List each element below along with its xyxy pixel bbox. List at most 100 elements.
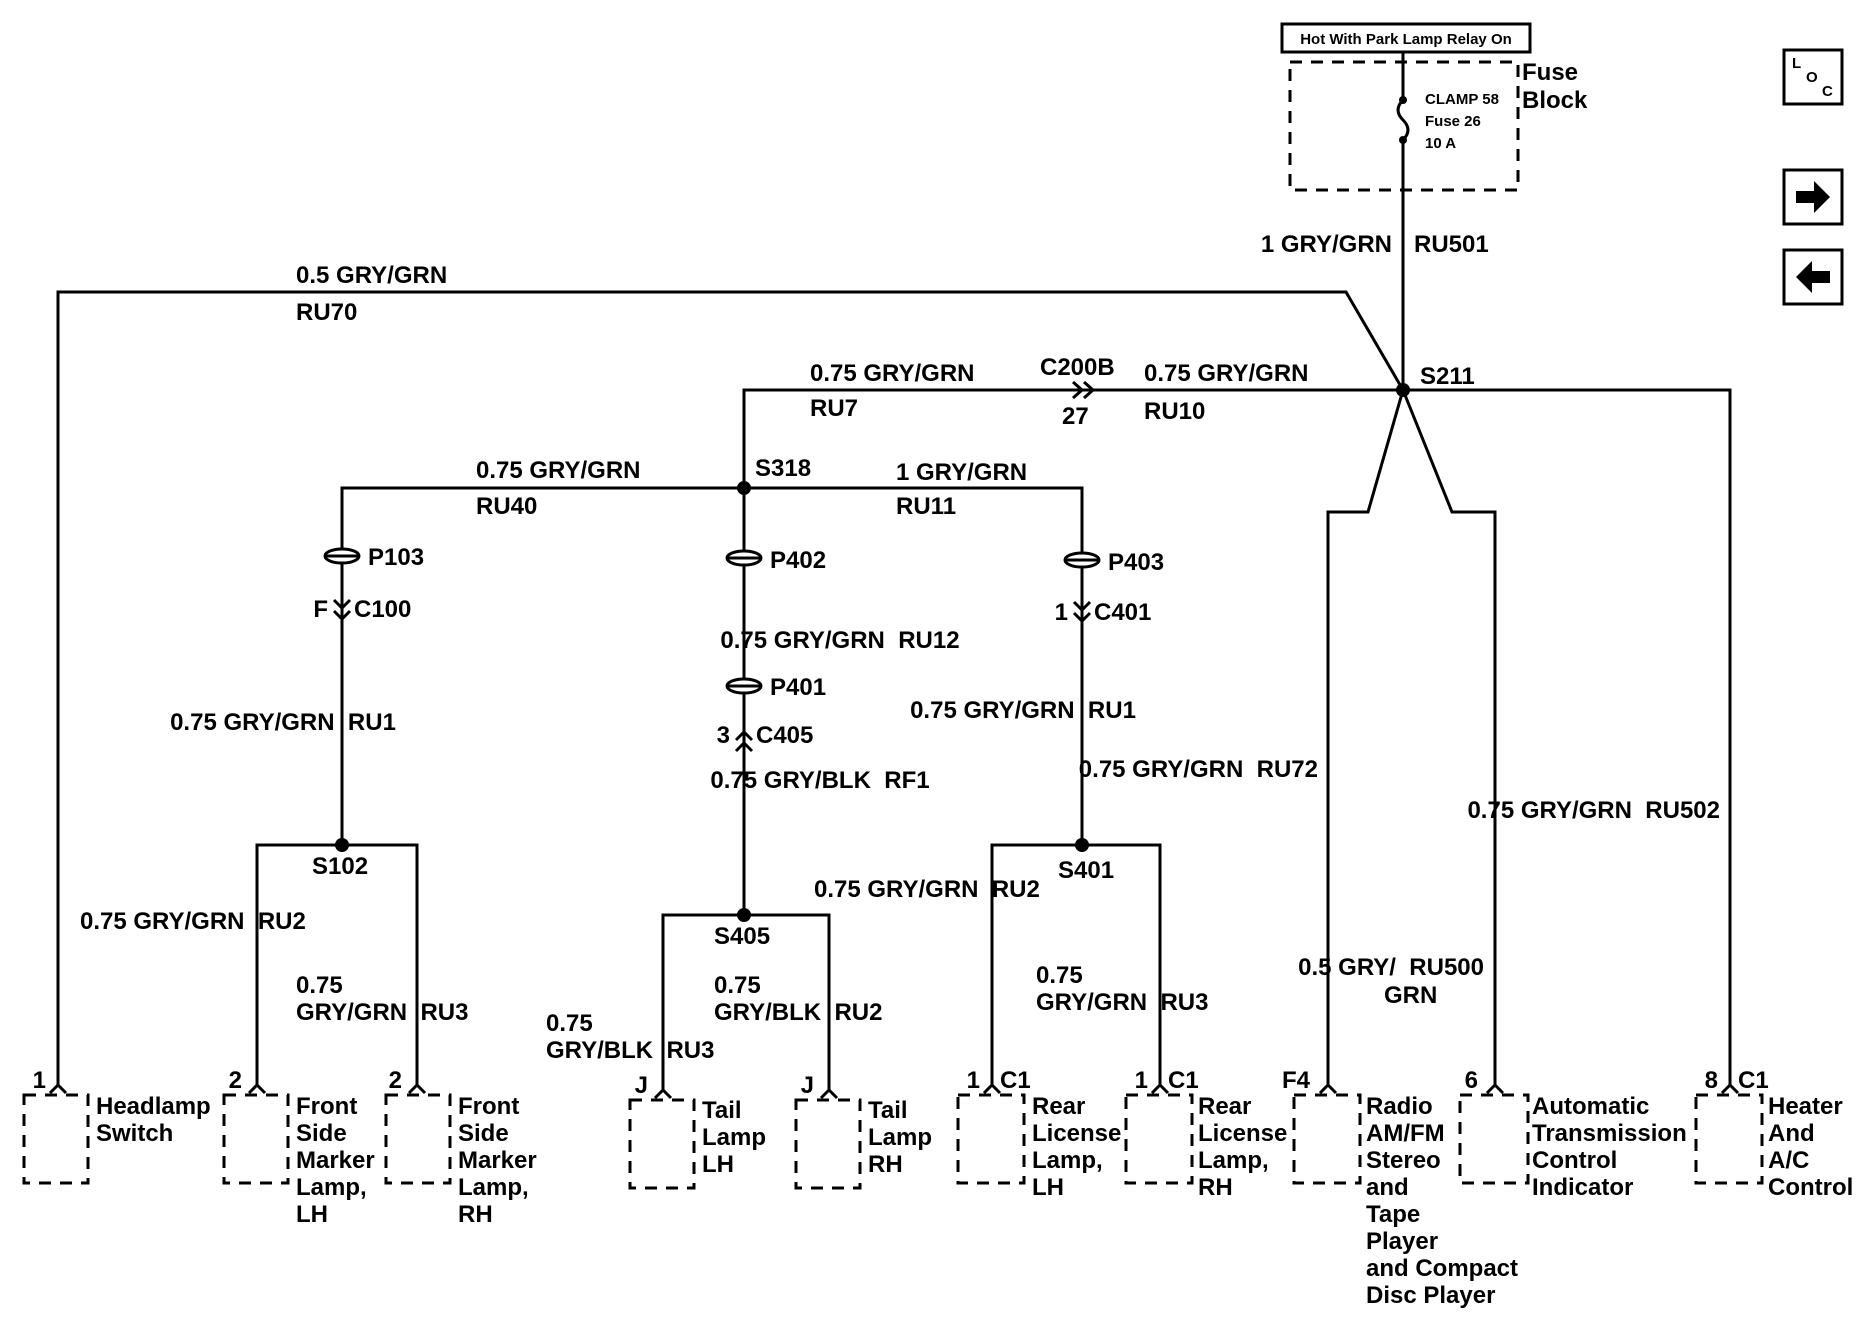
component-front-side-marker-lh: 2 Front Side Marker Lamp, LH — [222, 1067, 375, 1228]
passthru-p103 — [323, 547, 361, 565]
svg-text:And: And — [1768, 1120, 1815, 1147]
svg-text:Control: Control — [1768, 1174, 1853, 1201]
svg-text:and: and — [1366, 1174, 1409, 1201]
c200b-label: C200B — [1040, 354, 1115, 381]
left-ru3-label-2: GRY/GRN RU3 — [296, 999, 468, 1026]
wire-ru500 — [1401, 389, 1497, 1085]
svg-text:LH: LH — [1032, 1174, 1064, 1201]
svg-text:Rear: Rear — [1198, 1093, 1251, 1120]
ru40-label: RU40 — [476, 493, 537, 520]
svg-text:Front: Front — [458, 1093, 519, 1120]
ru12-label: 0.75 GRY/GRN RU12 — [720, 627, 959, 654]
svg-text:License: License — [1198, 1120, 1287, 1147]
wire-mid-ru3 — [661, 913, 744, 1090]
component-rear-license-lamp-lh: 1 C1 Rear License Lamp, LH — [956, 1067, 1121, 1201]
component-tail-lamp-rh: J Tail Lamp RH — [794, 1072, 932, 1190]
svg-text:C: C — [1822, 83, 1833, 100]
svg-text:Marker: Marker — [296, 1147, 375, 1174]
svg-text:1: 1 — [1135, 1067, 1148, 1094]
svg-text:J: J — [801, 1072, 814, 1099]
left-ru1-label: 0.75 GRY/GRN RU1 — [170, 709, 396, 736]
wire-ru10-ru7 — [742, 388, 1403, 488]
p103-label: P103 — [368, 544, 424, 571]
ru72-label: 0.75 GRY/GRN RU72 — [1079, 756, 1318, 783]
connector-c100 — [332, 598, 352, 622]
c200b-pin: 27 — [1062, 403, 1089, 430]
svg-text:Radio: Radio — [1366, 1093, 1433, 1120]
component-radio: F4 Radio AM/FM Stereo and Tape Player an… — [1282, 1067, 1518, 1309]
passthru-p402 — [725, 549, 763, 567]
ru502-label: 0.75 GRY/GRN RU502 — [1467, 797, 1720, 824]
mid-ru2-label-1: 0.75 — [714, 972, 761, 999]
mid-ru3-label-1: 0.75 — [546, 1010, 593, 1037]
wire-ru70 — [56, 290, 1405, 1085]
component-heater-ac-control: 8 C1 Heater And A/C Control — [1694, 1067, 1853, 1201]
right-ru2-label: 0.75 GRY/GRN RU2 — [814, 876, 1040, 903]
wire-ru502 — [1403, 388, 1732, 1085]
s318-label: S318 — [755, 455, 811, 482]
component-tail-lamp-lh: J Tail Lamp LH — [628, 1072, 766, 1190]
svg-text:RH: RH — [868, 1151, 903, 1178]
wire-ru40 — [340, 486, 744, 845]
svg-text:Lamp: Lamp — [868, 1124, 932, 1151]
mid-ru3-label-2: GRY/BLK RU3 — [546, 1037, 714, 1064]
svg-text:Tape: Tape — [1366, 1201, 1420, 1228]
right-ru3-label-1: 0.75 — [1036, 962, 1083, 989]
svg-text:C1: C1 — [1738, 1067, 1769, 1094]
svg-text:2: 2 — [229, 1067, 242, 1094]
svg-text:1: 1 — [967, 1067, 980, 1094]
c100-label: C100 — [354, 596, 411, 623]
svg-text:Hot With Park Lamp Relay On: Hot With Park Lamp Relay On — [1300, 31, 1512, 48]
wire-ru72 — [1326, 389, 1405, 1085]
right-ru1-label: 0.75 GRY/GRN RU1 — [910, 697, 1136, 724]
svg-text:Side: Side — [458, 1120, 509, 1147]
svg-text:AM/FM: AM/FM — [1366, 1120, 1445, 1147]
connector-c405 — [734, 729, 754, 753]
svg-text:Automatic: Automatic — [1532, 1093, 1649, 1120]
wire-left-ru2 — [255, 843, 342, 1085]
svg-text:J: J — [635, 1072, 648, 1099]
svg-text:LH: LH — [296, 1201, 328, 1228]
ru11-label: RU11 — [896, 493, 956, 520]
svg-text:C1: C1 — [1168, 1067, 1199, 1094]
svg-text:Marker: Marker — [458, 1147, 537, 1174]
svg-text:Side: Side — [296, 1120, 347, 1147]
svg-text:Heater: Heater — [1768, 1093, 1843, 1120]
ru70-wire-label: 0.5 GRY/GRN — [296, 262, 447, 289]
p401-label: P401 — [770, 674, 826, 701]
loc-icon[interactable]: L O C — [1782, 48, 1844, 106]
svg-text:License: License — [1032, 1120, 1121, 1147]
svg-text:Stereo: Stereo — [1366, 1147, 1441, 1174]
ru501-wire-label: 1 GRY/GRN — [1261, 231, 1392, 258]
ru11-wire-label: 1 GRY/GRN — [896, 459, 1027, 486]
component-front-side-marker-rh: 2 Front Side Marker Lamp, RH — [384, 1067, 537, 1228]
component-rear-license-lamp-rh: 1 C1 Rear License Lamp, RH — [1124, 1067, 1287, 1201]
ru40-wire-label: 0.75 GRY/GRN — [476, 457, 641, 484]
fuse-info-1: CLAMP 58 — [1425, 91, 1499, 108]
svg-text:L: L — [1792, 55, 1801, 72]
right-arrow-icon[interactable] — [1782, 168, 1844, 226]
right-ru3-label-2: GRY/GRN RU3 — [1036, 989, 1208, 1016]
svg-text:6: 6 — [1465, 1067, 1478, 1094]
svg-text:Lamp,: Lamp, — [1198, 1147, 1269, 1174]
svg-text:Disc Player: Disc Player — [1366, 1282, 1495, 1309]
fuse-info-3: 10 A — [1425, 135, 1456, 152]
c401-label: C401 — [1094, 599, 1151, 626]
svg-text:Lamp,: Lamp, — [1032, 1147, 1103, 1174]
svg-text:F4: F4 — [1282, 1067, 1311, 1094]
svg-text:2: 2 — [389, 1067, 402, 1094]
hot-label: Hot With Park Lamp Relay On — [1280, 22, 1532, 54]
ru10-wire-label: 0.75 GRY/GRN — [1144, 360, 1309, 387]
wire-right-ru2 — [990, 843, 1082, 1085]
left-arrow-icon[interactable] — [1782, 248, 1844, 306]
svg-text:C1: C1 — [1000, 1067, 1031, 1094]
ru7-label: RU7 — [810, 395, 858, 422]
svg-text:Indicator: Indicator — [1532, 1174, 1633, 1201]
fuse-icon — [1396, 52, 1410, 144]
svg-text:Lamp,: Lamp, — [296, 1174, 367, 1201]
svg-text:RH: RH — [1198, 1174, 1233, 1201]
fuse-info-2: Fuse 26 — [1425, 113, 1481, 130]
svg-text:Rear: Rear — [1032, 1093, 1085, 1120]
component-headlamp-switch: 1 Headlamp Switch — [22, 1067, 211, 1185]
left-ru2-label: 0.75 GRY/GRN RU2 — [80, 908, 306, 935]
